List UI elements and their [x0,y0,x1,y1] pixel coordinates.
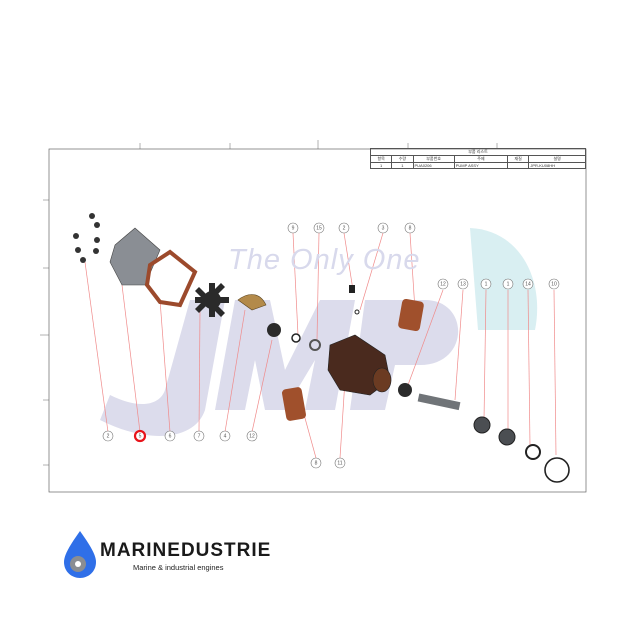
cell [507,162,530,169]
header-cell: 설명 [528,155,586,163]
balloon: 8 [310,457,322,469]
svg-text:11: 11 [337,460,342,466]
balloon: 6 [164,430,176,442]
svg-text:1: 1 [485,281,488,287]
header-cell: 부품번호 [412,155,455,163]
bearing-1a [473,416,491,434]
shaft-13 [417,393,461,411]
seal-12b [398,383,412,397]
svg-text:8: 8 [315,460,318,466]
cover-plate [109,227,161,286]
svg-text:15: 15 [316,225,322,231]
cell: PUA0206 [412,162,455,169]
cell: JPR-KU08HH [528,162,586,169]
table-row: 1 1 PUA0206 PUMP ASSY JPR-KU08HH [369,162,586,169]
balloon: 12 [246,430,258,442]
svg-text:3: 3 [382,225,385,231]
header-cell: 수량 [391,155,414,163]
svg-text:8: 8 [409,225,412,231]
balloon: 3 [377,222,389,234]
balloon: 9 [287,222,299,234]
cell: PUMP ASSY [453,162,509,169]
svg-text:5: 5 [139,433,142,439]
balloon: 2 [102,430,114,442]
svg-text:6: 6 [169,433,172,439]
header-cell: 주제 [453,155,509,163]
header-cell: 항목 [369,155,393,163]
svg-text:10: 10 [551,281,557,287]
svg-text:2: 2 [343,225,346,231]
marinedustrie-logo-icon [64,531,96,578]
gasket [144,249,198,308]
drawing-frame [48,148,587,493]
svg-text:4: 4 [224,433,227,439]
cam [237,294,267,311]
bushing-8 [398,298,424,332]
o-ring-9 [291,333,301,343]
table-title: 부품 리스트 [370,148,586,156]
balloon: 14 [522,278,534,290]
watermark-swoosh [470,228,538,330]
leader-lines [84,232,557,459]
balloon: 11 [334,457,346,469]
balloon: 12 [437,278,449,290]
header-cell: 재질 [507,155,530,163]
parts-list-table: 부품 리스트 항목 수량 부품번호 주제 재질 설명 1 1 PUA0206 P… [369,148,586,169]
watermark-text: The Only One [228,244,421,276]
svg-text:12: 12 [440,281,446,287]
cell: 1 [369,162,393,169]
bearing-1b [498,428,516,446]
svg-text:9: 9 [292,225,295,231]
svg-text:1: 1 [507,281,510,287]
balloon: 10 [548,278,560,290]
circlip-10 [544,457,570,483]
balloon: 13 [457,278,469,290]
balloon-highlighted: 5 [133,429,147,443]
balloon: 4 [219,430,231,442]
svg-text:14: 14 [525,281,531,287]
svg-text:2: 2 [107,433,110,439]
brand-name: MARINEDUSTRIE [100,540,272,561]
balloons: 9 15 2 3 8 12 13 1 1 14 10 2 5 6 7 4 12 … [102,222,560,469]
svg-text:12: 12 [249,433,255,439]
grease-fitting-2 [349,285,355,293]
cell: 1 [391,162,414,169]
brand-tagline: Marine & industrial engines [133,563,224,572]
balloon: 8 [404,222,416,234]
balloon: 1 [480,278,492,290]
balloon: 7 [193,430,205,442]
svg-text:7: 7 [198,433,201,439]
impeller [195,283,229,317]
washer-15 [309,339,321,351]
seal-12 [267,323,281,337]
balloon: 1 [502,278,514,290]
balloon: 2 [338,222,350,234]
parts [73,213,570,483]
balloon: 15 [313,222,325,234]
o-ring-3 [354,309,360,315]
table-header-row: 항목 수량 부품번호 주제 재질 설명 [369,155,586,163]
screws [73,213,100,263]
circlip-14 [525,444,541,460]
bushing-8b [282,387,306,421]
svg-text:13: 13 [460,281,466,287]
